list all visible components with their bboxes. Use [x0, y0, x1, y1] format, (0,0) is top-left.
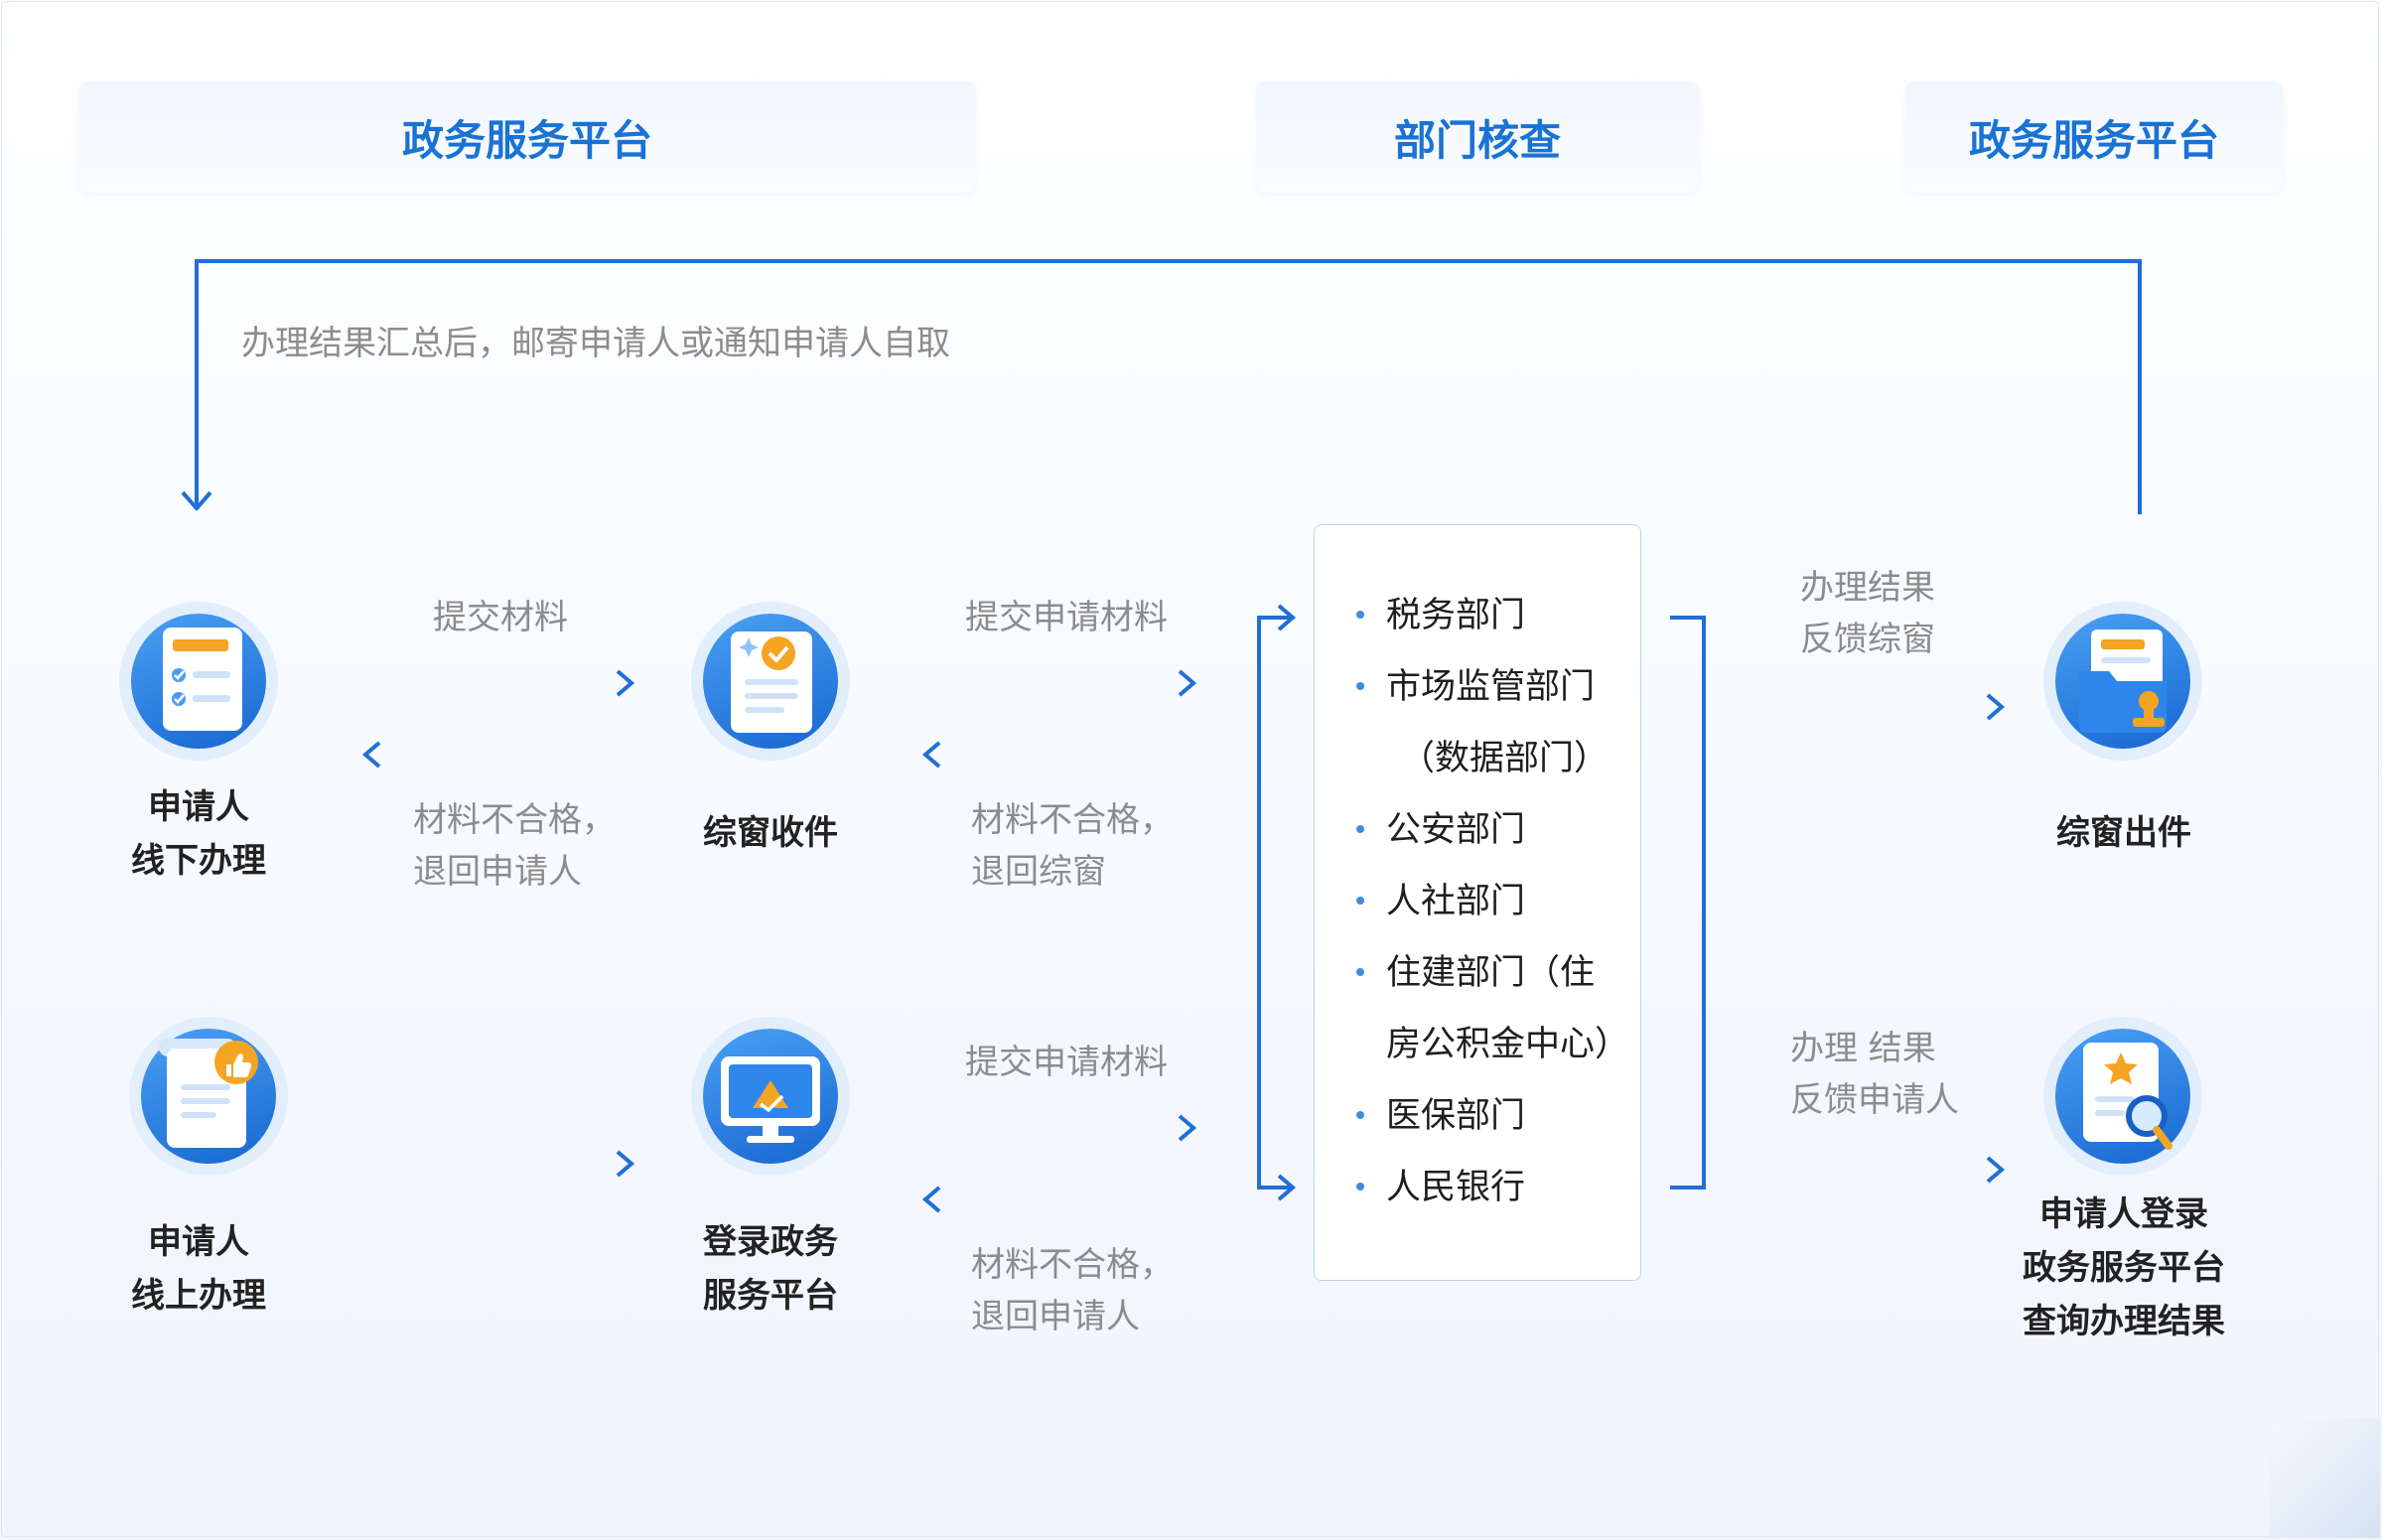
bullet-dot	[1356, 897, 1364, 905]
node-query-result: 申请人登录 政务服务平台 查询办理结果	[2023, 1188, 2225, 1348]
node-login-platform: 登录政务 服务平台	[703, 1215, 838, 1323]
edge-label-reject-applicant-2-line1: 材料不合格，	[971, 1245, 1174, 1285]
dept-item-housing-fund: 房公积金中心）	[1386, 1025, 1630, 1064]
edge-label-submit-materials: 提交材料	[433, 598, 568, 637]
edge-label-reject-applicant-1-line1: 材料不合格，	[413, 800, 616, 840]
edge-label-reject-window-line1: 材料不合格，	[971, 800, 1174, 840]
node-window-issue: 综窗出件	[2056, 806, 2191, 860]
dept-left-bracket	[1257, 616, 1291, 1190]
edge-label-feedback-applicant: 办理 结果 反馈申请人	[1790, 1023, 1959, 1126]
dept-item-housing: 住建部门（住	[1386, 953, 1596, 993]
bullet-dot	[1356, 1183, 1364, 1190]
dept-item-human-resources: 人社部门	[1386, 882, 1526, 921]
header-platform-right-label: 政务服务平台	[1968, 115, 2219, 165]
edge-label-reject-applicant-1: 材料不合格， 退回申请人	[413, 794, 616, 898]
loop-note: 办理结果汇总后，邮寄申请人或通知申请人自取	[241, 324, 950, 363]
dept-item-peoples-bank: 人民银行	[1386, 1168, 1526, 1207]
dept-item-medical-insurance: 医保部门	[1386, 1096, 1526, 1136]
bullet-dot	[1356, 682, 1364, 690]
node-login-platform-line2: 服务平台	[703, 1276, 838, 1316]
node-query-result-line2: 政务服务平台	[2023, 1248, 2225, 1288]
node-window-receive-label: 综窗收件	[703, 813, 838, 853]
edge-label-feedback-window: 办理结果 反馈综窗	[1800, 562, 1935, 665]
edge-label-reject-window: 材料不合格， 退回综窗	[971, 794, 1174, 898]
node-window-receive: 综窗收件	[703, 806, 838, 860]
node-applicant-offline: 申请人 线下办理	[131, 780, 266, 888]
dept-item-market-supervision: 市场监管部门	[1386, 667, 1596, 707]
header-dept-check-label: 部门核查	[1393, 115, 1561, 165]
page-curl-decoration	[2269, 1419, 2380, 1538]
dept-item-public-security: 公安部门	[1386, 810, 1526, 850]
bullet-dot	[1356, 825, 1364, 833]
bullet-dot	[1356, 611, 1364, 619]
bullet-dot	[1356, 1111, 1364, 1119]
dept-item-tax: 税务部门	[1386, 596, 1526, 635]
node-login-platform-line1: 登录政务	[703, 1222, 838, 1262]
search-star-document-icon	[2043, 1017, 2202, 1176]
node-query-result-line3: 查询办理结果	[2023, 1302, 2225, 1341]
approved-document-icon	[691, 602, 850, 761]
node-applicant-online-line2: 线上办理	[131, 1276, 266, 1316]
header-platform-right: 政务服务平台	[1905, 81, 2283, 193]
loop-arrowhead	[181, 490, 212, 510]
loop-line	[195, 259, 2142, 514]
edge-label-feedback-window-line2: 反馈综窗	[1800, 620, 1935, 659]
node-applicant-offline-line2: 线下办理	[131, 841, 266, 881]
node-applicant-online-line1: 申请人	[148, 1222, 249, 1262]
node-applicant-offline-line1: 申请人	[148, 787, 249, 827]
node-window-issue-label: 综窗出件	[2056, 813, 2191, 853]
header-dept-check: 部门核查	[1256, 81, 1699, 193]
checklist-document-icon	[119, 602, 278, 761]
edge-label-submit-application-1: 提交申请材料	[965, 598, 1168, 637]
node-query-result-line1: 申请人登录	[2039, 1194, 2208, 1234]
edge-label-reject-window-line2: 退回综窗	[971, 852, 1106, 892]
edge-label-submit-application-2: 提交申请材料	[965, 1043, 1168, 1082]
dept-right-bracket	[1670, 616, 1706, 1190]
edge-label-feedback-window-line1: 办理结果	[1800, 568, 1935, 608]
monitor-icon	[691, 1017, 850, 1176]
department-list-box: 税务部门 市场监管部门 （数据部门） 公安部门 人社部门 住建部门（住 房公积金…	[1314, 524, 1641, 1281]
edge-label-reject-applicant-1-line2: 退回申请人	[413, 852, 582, 892]
bullet-dot	[1356, 968, 1364, 976]
edge-label-reject-applicant-2-line2: 退回申请人	[971, 1297, 1140, 1336]
header-platform-left: 政务服务平台	[78, 81, 976, 193]
stamp-folder-icon	[2043, 602, 2202, 761]
header-platform-left-label: 政务服务平台	[401, 115, 652, 165]
node-applicant-online: 申请人 线上办理	[131, 1215, 266, 1323]
edge-label-reject-applicant-2: 材料不合格， 退回申请人	[971, 1239, 1174, 1342]
thumbs-up-document-icon	[129, 1017, 288, 1176]
edge-label-feedback-applicant-line2: 反馈申请人	[1790, 1080, 1959, 1120]
edge-label-feedback-applicant-line1: 办理 结果	[1790, 1029, 1936, 1068]
dept-item-data-dept: （数据部门）	[1400, 739, 1610, 778]
